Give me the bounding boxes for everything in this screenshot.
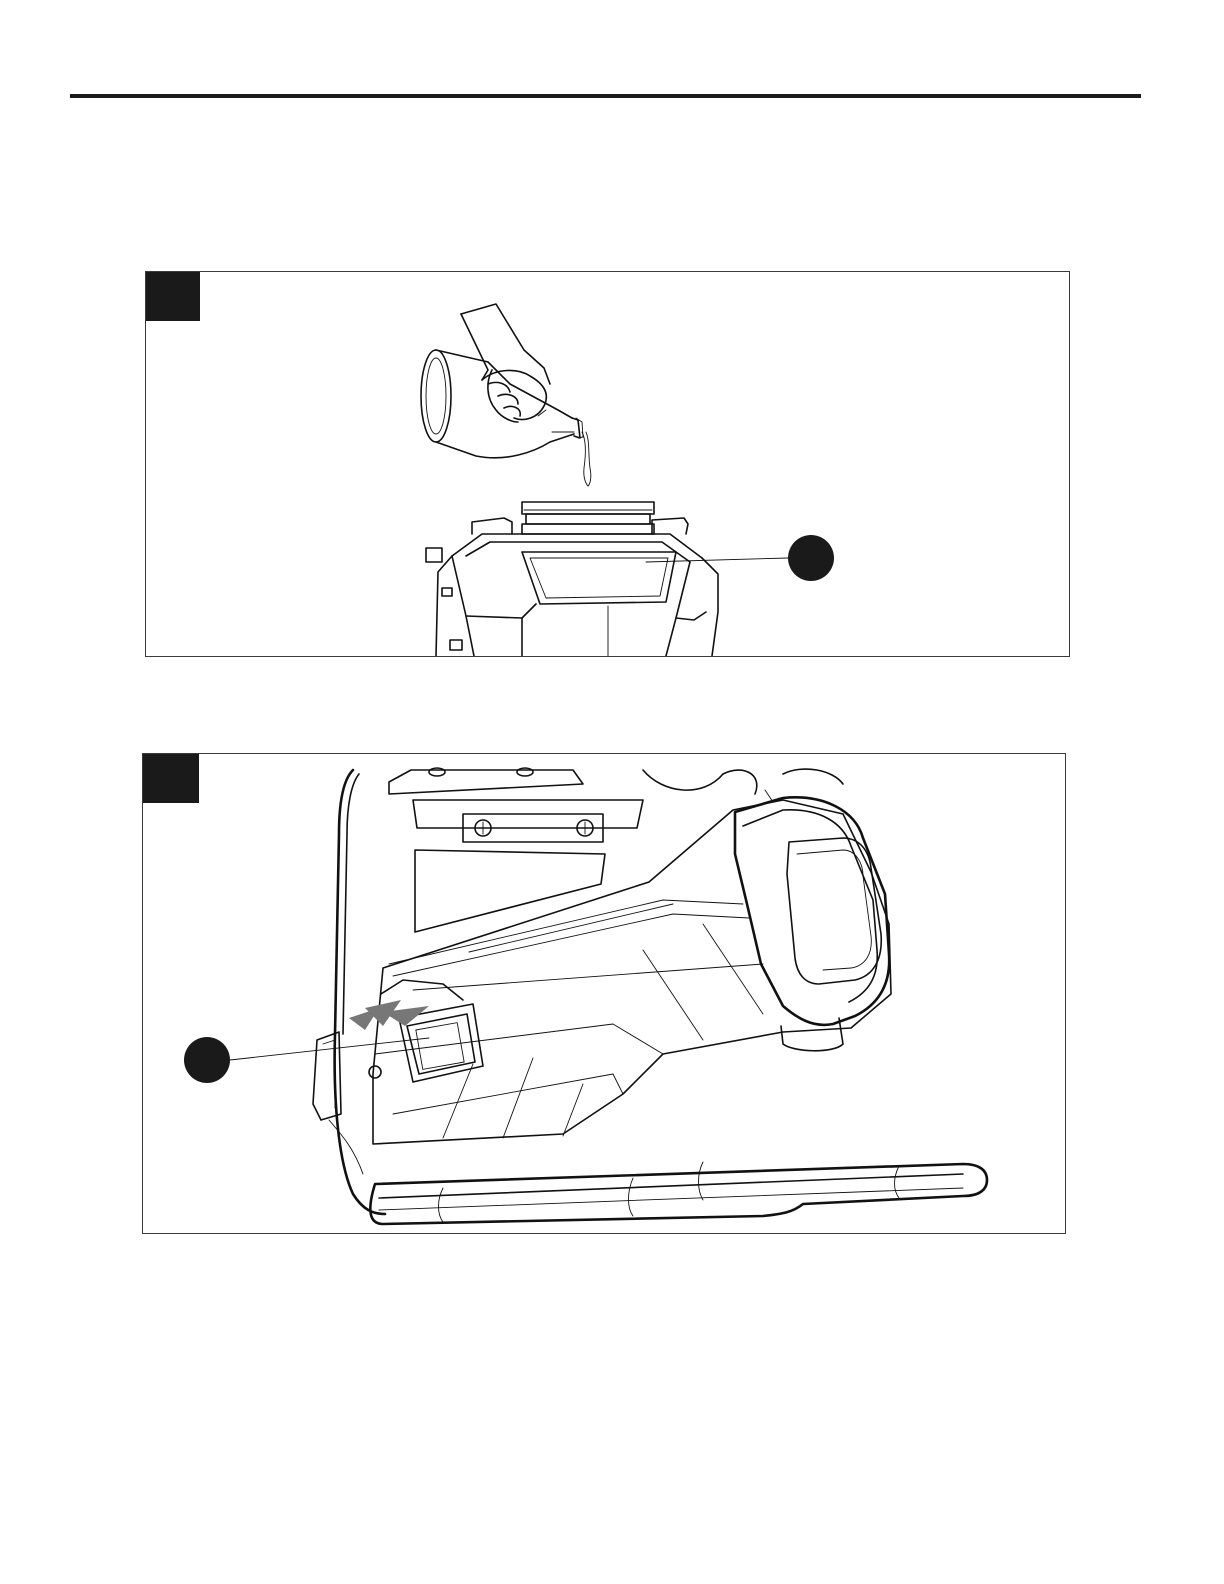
cylinder-icon — [643, 769, 843, 802]
frame-icon — [335, 770, 987, 1224]
figure-2-panel — [142, 753, 1066, 1234]
sprayer-illustration — [143, 754, 1065, 1233]
hand-icon — [461, 304, 550, 422]
figure-1-panel — [145, 271, 1070, 657]
tank-icon — [426, 502, 718, 656]
figure-1-callout — [788, 535, 834, 581]
header-rule — [70, 94, 1141, 98]
bracket-icon — [389, 768, 643, 932]
figure-2-callout — [184, 1037, 230, 1083]
pouring-illustration — [146, 272, 1069, 656]
